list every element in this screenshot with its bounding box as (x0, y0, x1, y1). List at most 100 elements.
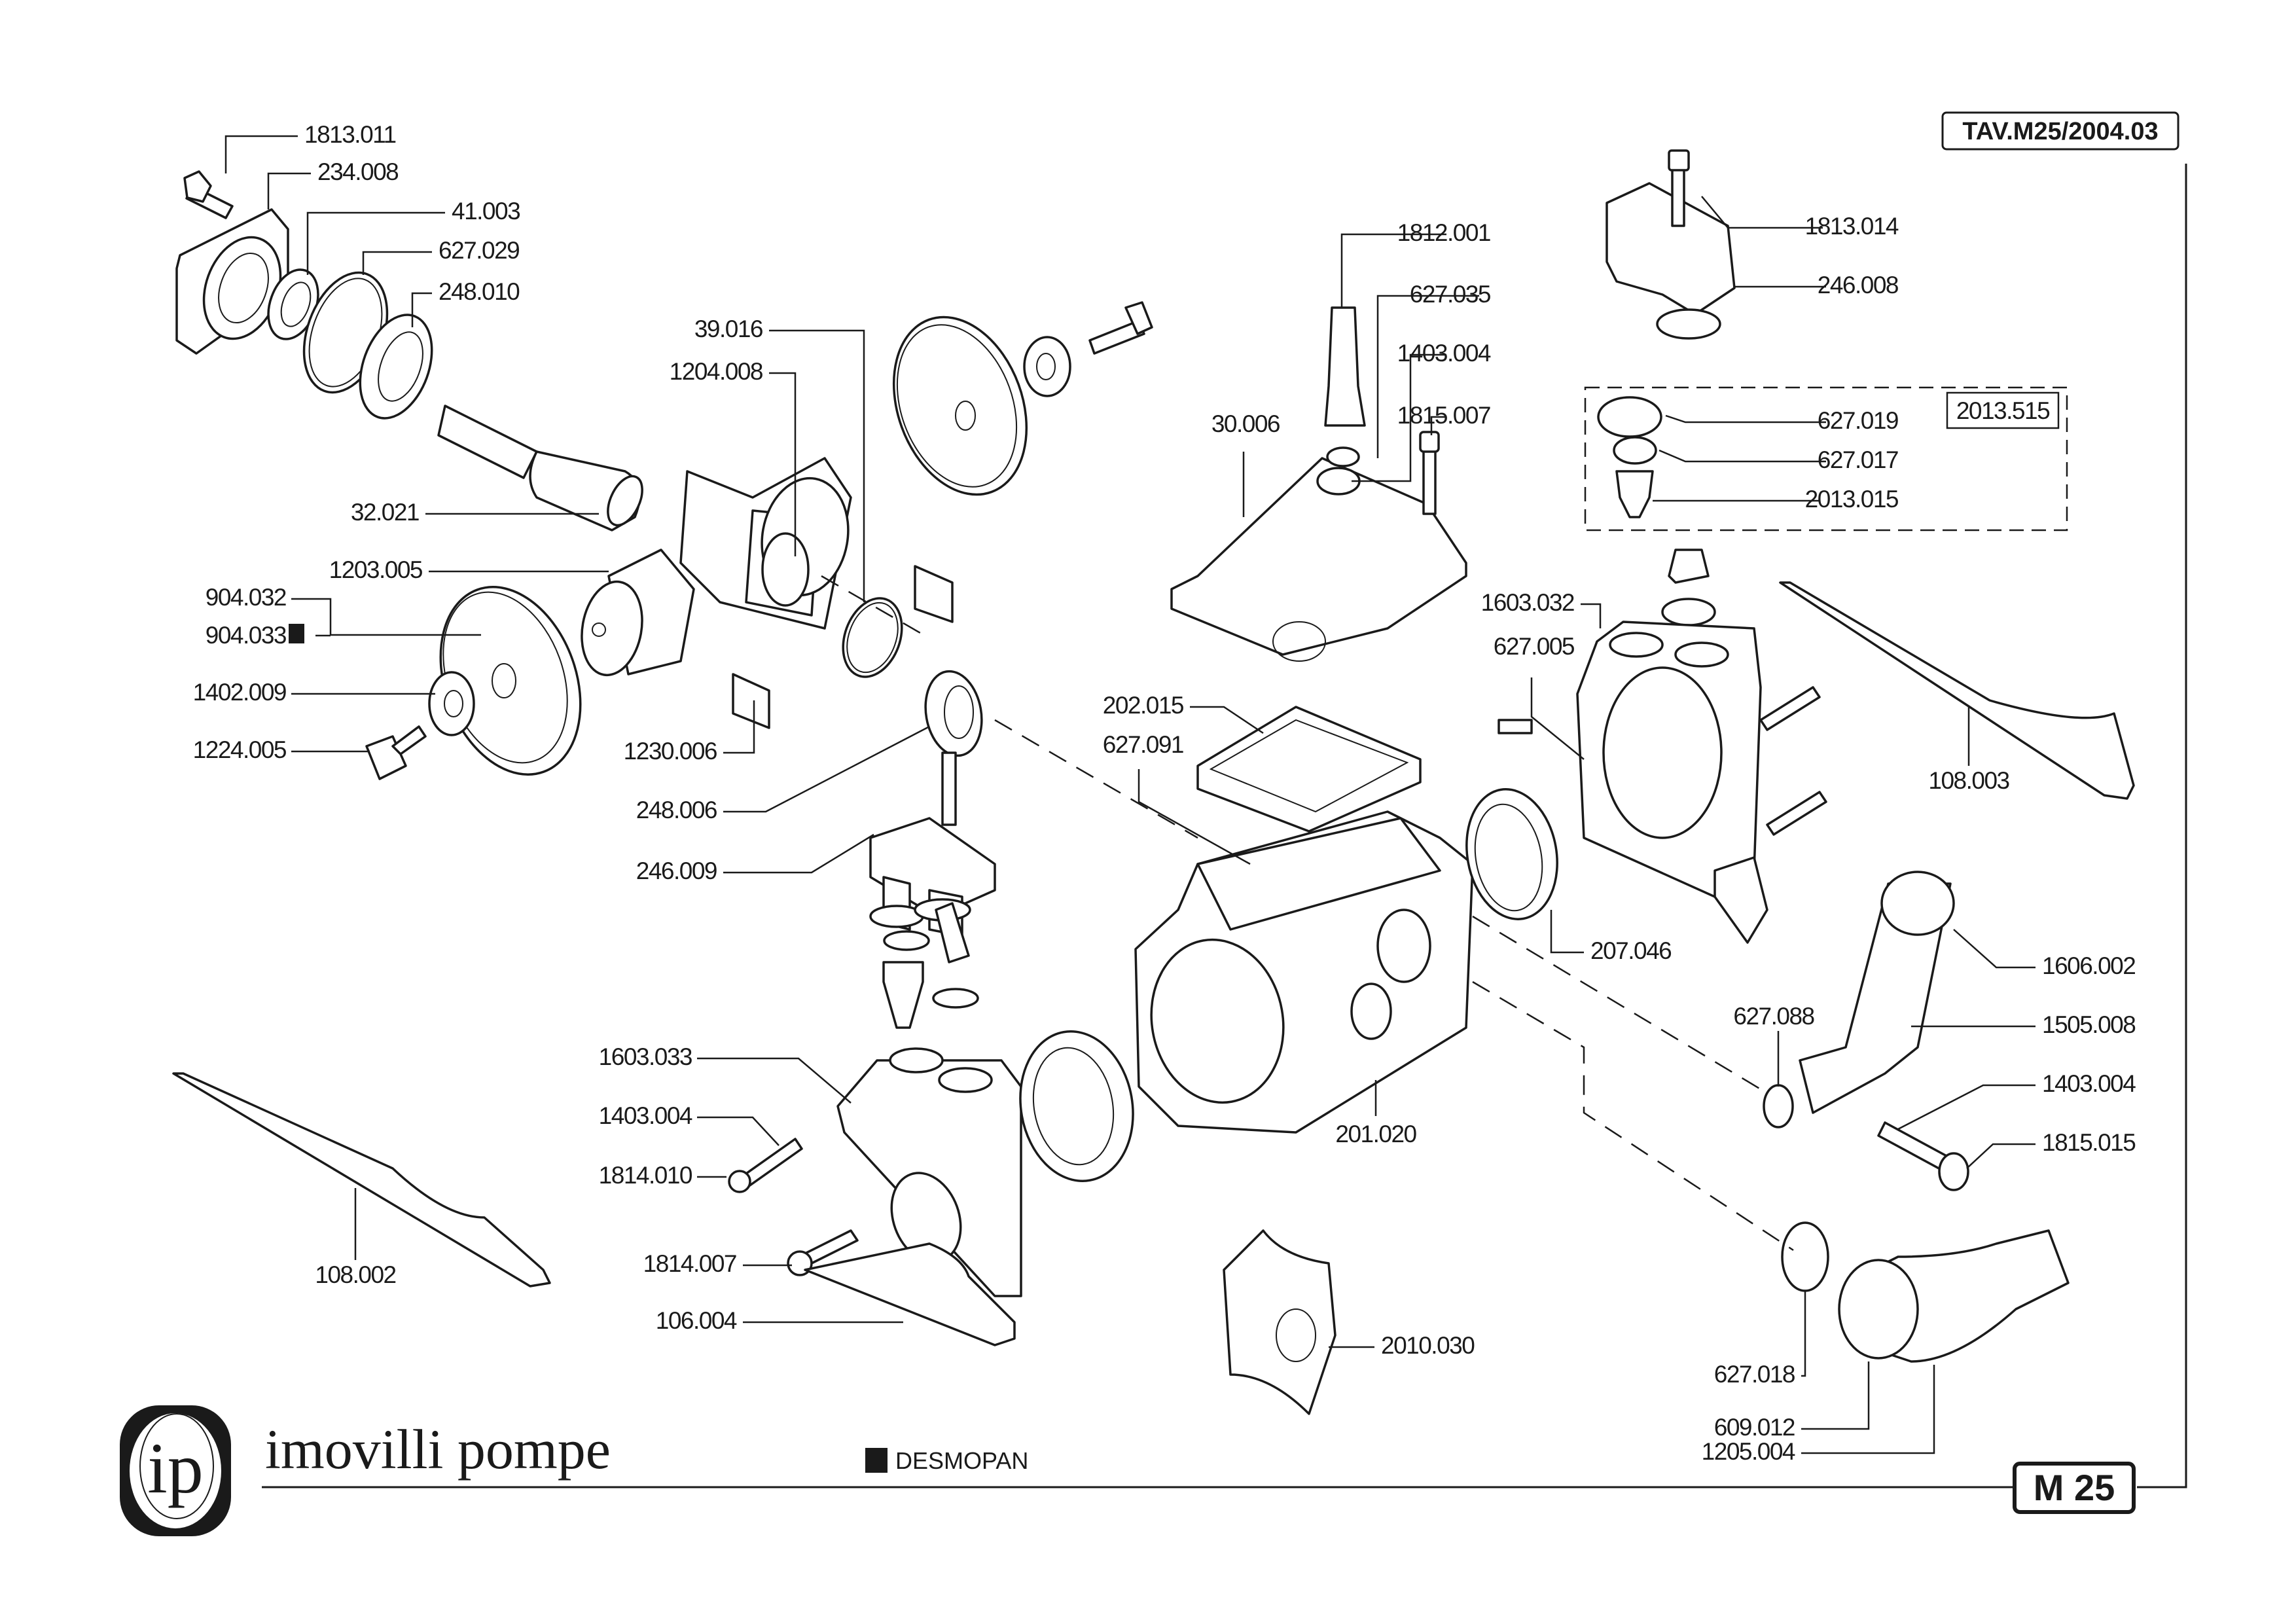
part-callout: 2013.015 (1653, 486, 1899, 513)
part-number-label: 32.021 (351, 499, 419, 526)
part-number-label: 1815.015 (2042, 1129, 2136, 1156)
kit-code: 2013.515 (1956, 397, 2050, 424)
leader-line (1701, 196, 1823, 229)
pump-head-1603-032-drawing (1576, 621, 1768, 944)
desmopan-marker-icon (289, 624, 304, 643)
part-number-label: 1402.009 (193, 679, 286, 706)
leader-line (1530, 677, 1585, 760)
part-callout: 207.046 (1550, 910, 1672, 964)
part-number-label: 248.010 (439, 278, 520, 305)
leader-line (769, 329, 865, 602)
part-callout: 30.006 (1211, 410, 1281, 517)
part-callout: 904.032 (206, 584, 481, 636)
part-number-label: 1205.004 (1702, 1438, 1795, 1465)
bearing-248-010-drawing (359, 314, 433, 420)
part-callout: 108.002 (315, 1188, 397, 1288)
part-callout: 609.012 (1714, 1361, 1870, 1441)
part-number-label: 627.017 (1818, 446, 1898, 473)
leader-line (1665, 414, 1826, 424)
part-number-label: 609.012 (1714, 1414, 1795, 1441)
part-callout: 627.005 (1494, 633, 1585, 760)
part-callout: 1603.032 (1481, 589, 1602, 628)
screw-1815-007-drawing (1419, 431, 1440, 515)
part-callout: 1815.007 (1397, 402, 1492, 435)
part-number-label: 1603.032 (1481, 589, 1574, 616)
part-callout: 39.016 (694, 315, 865, 602)
part-number-label: 41.003 (452, 198, 520, 225)
leader-line (291, 598, 481, 636)
part-number-label: 1403.004 (599, 1102, 692, 1129)
part-callout: 904.033 (206, 622, 331, 649)
leader-line (1430, 416, 1446, 435)
shaft-32-021-drawing (437, 405, 643, 532)
part-callout: 1603.033 (599, 1043, 852, 1104)
valve-cover-246-009-drawing (869, 751, 996, 1029)
leader-line (1801, 1361, 1870, 1430)
pump-body-201-020-drawing (1134, 810, 1474, 1134)
screw-1224-005-drawing (365, 725, 427, 780)
part-callout: 2010.030 (1329, 1332, 1476, 1359)
part-callout: 1814.007 (643, 1250, 792, 1277)
bracket-108-002-drawing (172, 1072, 551, 1288)
part-callout: 1205.004 (1702, 1365, 1935, 1465)
screws-right-drawing (1498, 686, 1827, 836)
leader-line (1376, 295, 1479, 458)
part-number-label: 1204.008 (670, 358, 762, 385)
breather-1812-001-drawing (1316, 306, 1366, 496)
plate-1230-006-drawing (732, 565, 954, 729)
leader-line (306, 211, 445, 275)
leader-line (1953, 929, 2036, 969)
part-number-label: 627.035 (1410, 281, 1491, 308)
table-code: TAV.M25/2004.03 (1962, 118, 2158, 145)
circlip-39-016-drawing (842, 597, 903, 678)
model-badge-box (2013, 1462, 2136, 1514)
leader-line (1966, 1143, 2036, 1169)
part-callout: 202.015 (1103, 692, 1264, 734)
part-number-label: 1812.001 (1397, 219, 1490, 246)
part-callout: 248.010 (411, 278, 521, 327)
part-callout: 106.004 (656, 1307, 903, 1334)
table-code-box (1941, 111, 2179, 151)
leader-line (411, 292, 432, 327)
leader-line (697, 1116, 780, 1146)
leader-line (1550, 910, 1584, 954)
part-number-label: 207.046 (1590, 937, 1671, 964)
part-number-label: 202.015 (1103, 692, 1184, 719)
leader-line (1581, 603, 1602, 628)
part-number-label: 108.002 (315, 1261, 395, 1288)
title-block: TAV.M25/2004.03 M 25 (262, 111, 2187, 1514)
part-callout: 234.008 (267, 158, 399, 209)
part-callout: 248.006 (636, 725, 930, 823)
leader-line (1352, 353, 1446, 482)
part-number-label: 904.032 (206, 584, 286, 611)
part-callout: 1815.015 (1966, 1129, 2137, 1169)
leader-line (362, 251, 432, 275)
part-callout: 627.091 (1103, 731, 1251, 865)
washer-1402-009-drawing (428, 671, 475, 736)
part-callout: 41.003 (306, 198, 521, 275)
part-callout: 1203.005 (329, 556, 609, 583)
part-number-label: 1814.010 (599, 1162, 692, 1189)
plug-2010-030-drawing (1223, 1229, 1336, 1415)
leader-line (723, 833, 874, 874)
part-callout: 1230.006 (624, 700, 755, 765)
screws-left-drawing (728, 1138, 859, 1276)
part-callout: 1402.009 (193, 679, 435, 706)
part-callout: 627.029 (362, 237, 520, 275)
cover-30-006-drawing (1170, 457, 1467, 662)
part-callout: 1505.008 (1911, 1011, 2136, 1038)
part-number-label: 1403.004 (2042, 1070, 2136, 1097)
part-number-label: 627.088 (1733, 1003, 1814, 1030)
eccentric-1204-008-drawing (679, 457, 852, 630)
part-callout: 246.009 (636, 833, 874, 884)
part-callout: 1403.004 (599, 1102, 780, 1146)
part-callout: 1813.014 (1701, 196, 1899, 240)
leader-line (723, 700, 755, 754)
part-callout: 1224.005 (193, 736, 370, 763)
diaphragm-right-drawing (892, 301, 1153, 496)
brand-name: imovilli pompe (265, 1418, 611, 1481)
part-callout: 627.017 (1659, 446, 1899, 473)
part-number-label: 627.029 (439, 237, 519, 264)
leader-line (697, 1057, 852, 1104)
